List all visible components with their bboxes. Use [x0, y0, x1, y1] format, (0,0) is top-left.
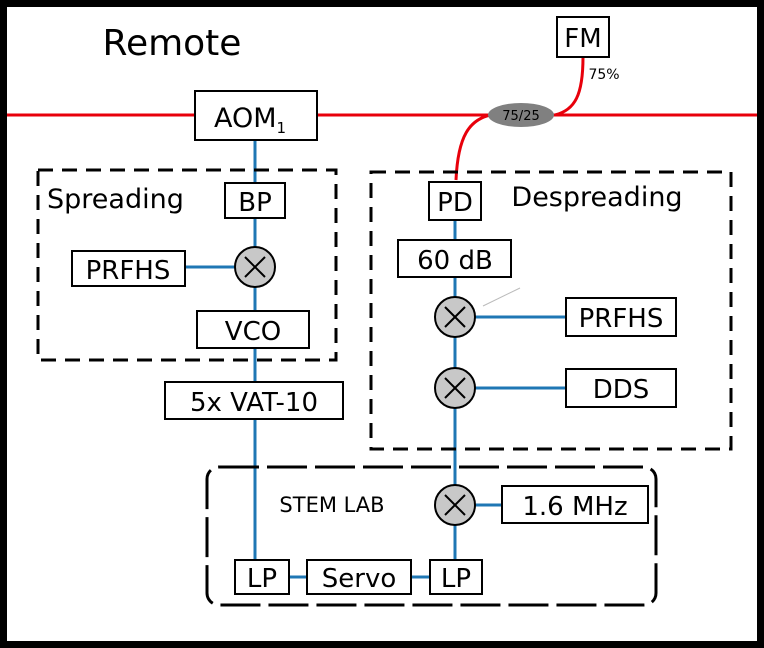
- coupler-label: 75/25: [502, 109, 539, 124]
- spreading-mixer-icon: [234, 246, 276, 288]
- attenuator-label: 60 dB: [417, 246, 493, 276]
- bp-box: [224, 182, 286, 219]
- servo-box: [306, 559, 412, 595]
- stemlab-label: STEM LAB: [279, 493, 384, 517]
- aom-label: AOM1: [214, 103, 286, 137]
- spreading-prfhs-label: PRFHS: [86, 256, 171, 286]
- spreading-box: [36, 168, 338, 362]
- vco-box: [196, 310, 310, 349]
- spreading-prfhs-box: [71, 250, 186, 287]
- fiber-to-pd: [454, 113, 491, 181]
- stemlab-box: [205, 465, 658, 607]
- aom-label-main: AOM: [214, 103, 277, 134]
- dds-label: DDS: [593, 375, 650, 405]
- despreading-mixer-2-icon: [434, 367, 476, 409]
- bp-label: BP: [238, 188, 272, 218]
- despreading-mixer-1-icon: [434, 296, 476, 338]
- despreading-box: [369, 170, 733, 451]
- attenuator-box: [397, 239, 512, 278]
- electrical-lines: [185, 140, 566, 579]
- lp-left-box: [234, 559, 290, 595]
- coupler-ellipse: [488, 103, 554, 127]
- stray-mark: [482, 287, 521, 307]
- aom-box: [194, 90, 318, 141]
- lp-right-box: [429, 559, 483, 595]
- vco-label: VCO: [225, 317, 281, 347]
- pd-label: PD: [437, 188, 473, 218]
- page-title: Remote: [103, 23, 242, 64]
- vat-box: [164, 381, 344, 420]
- servo-label: Servo: [322, 564, 396, 594]
- despreading-label: Despreading: [511, 182, 682, 213]
- vat-label: 5x VAT-10: [190, 388, 318, 418]
- aom-label-sub: 1: [277, 119, 287, 137]
- spreading-label: Spreading: [47, 184, 184, 215]
- fm-percent-label: 75%: [588, 67, 619, 83]
- fm-label: FM: [564, 24, 601, 54]
- despreading-prfhs-label: PRFHS: [579, 304, 664, 334]
- fiber-to-fm: [554, 56, 585, 117]
- stemlab-mixer-icon: [434, 484, 476, 526]
- osc-label: 1.6 MHz: [522, 492, 627, 522]
- lp-right-label: LP: [441, 564, 471, 594]
- despreading-prfhs-box: [565, 297, 677, 337]
- fm-box: [556, 16, 610, 58]
- lp-left-label: LP: [247, 564, 277, 594]
- osc-box: [501, 485, 649, 524]
- dds-box: [565, 368, 677, 408]
- pd-box: [428, 181, 482, 221]
